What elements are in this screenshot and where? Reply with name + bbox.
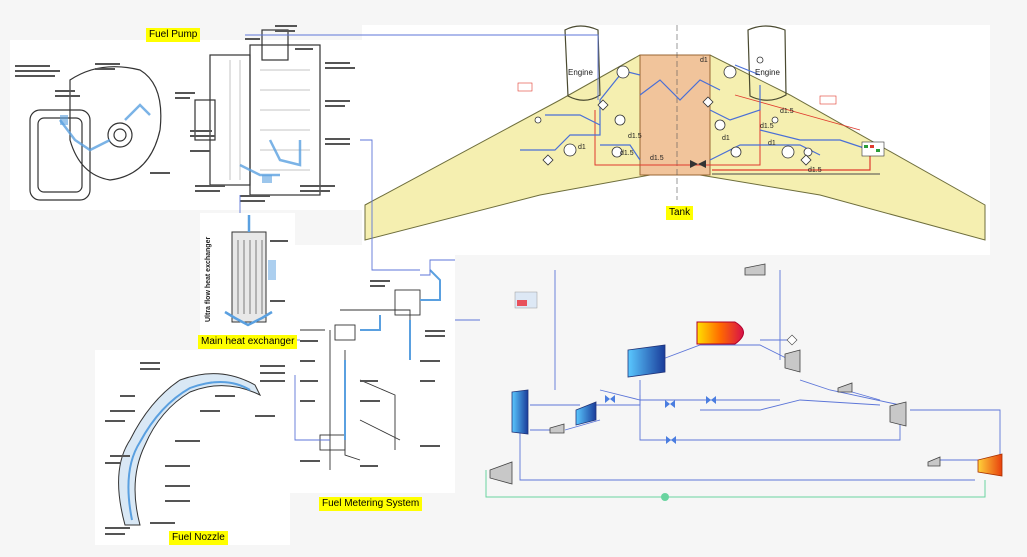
exhaust-turbine (977, 453, 1003, 477)
pipe-label: d1.5 (620, 150, 634, 157)
mixer-component (927, 456, 941, 467)
pipe-label: d1 (768, 140, 776, 147)
fan-compressor (511, 389, 529, 435)
left-engine-label: Engine (568, 68, 593, 77)
bleed-valve (744, 263, 766, 276)
high-pressure-turbine (784, 349, 801, 373)
high-pressure-compressor (627, 344, 666, 378)
pipe-label: d1.5 (628, 133, 642, 140)
pipe-label: d1 (578, 144, 586, 151)
main-heat-exchanger-label: Main heat exchanger (198, 335, 298, 349)
pipe-label: d1 (700, 57, 708, 64)
heat-exchanger-drawing (200, 213, 295, 341)
wing-tank-drawing: Engine Engine d1 d1 d1.5 d1.5 d1.5 d1.5 … (362, 25, 990, 255)
pipe-label: d1.5 (808, 167, 822, 174)
shaft-component (549, 423, 565, 434)
low-pressure-compressor (575, 401, 597, 426)
combustor (696, 321, 744, 345)
fuel-pump-label: Fuel Pump (146, 28, 201, 42)
right-engine-nacelle (747, 25, 787, 101)
fuel-nozzle-drawing (95, 350, 290, 545)
pipe-label: d1.5 (650, 155, 664, 162)
fuel-nozzle-label: Fuel Nozzle (169, 531, 228, 545)
fuel-pump-drawing (10, 25, 362, 210)
fuel-metering-drawing (290, 245, 455, 493)
low-pressure-turbine (889, 401, 907, 427)
fuel-metering-system-label: Fuel Metering System (319, 497, 423, 511)
heat-exchanger-vertical-label: Ultra flow heat exchanger (205, 236, 212, 322)
tank-label: Tank (666, 206, 694, 220)
left-engine-nacelle (564, 25, 601, 101)
right-engine-label: Engine (755, 68, 780, 77)
pipe-label: d1.5 (760, 123, 774, 130)
pipe-label: d1 (722, 135, 730, 142)
center-tank (639, 54, 711, 176)
inlet-component (489, 461, 513, 485)
pipe-label: d1.5 (780, 108, 794, 115)
duct-component (837, 382, 853, 393)
process-flow-diagram (480, 255, 1025, 555)
